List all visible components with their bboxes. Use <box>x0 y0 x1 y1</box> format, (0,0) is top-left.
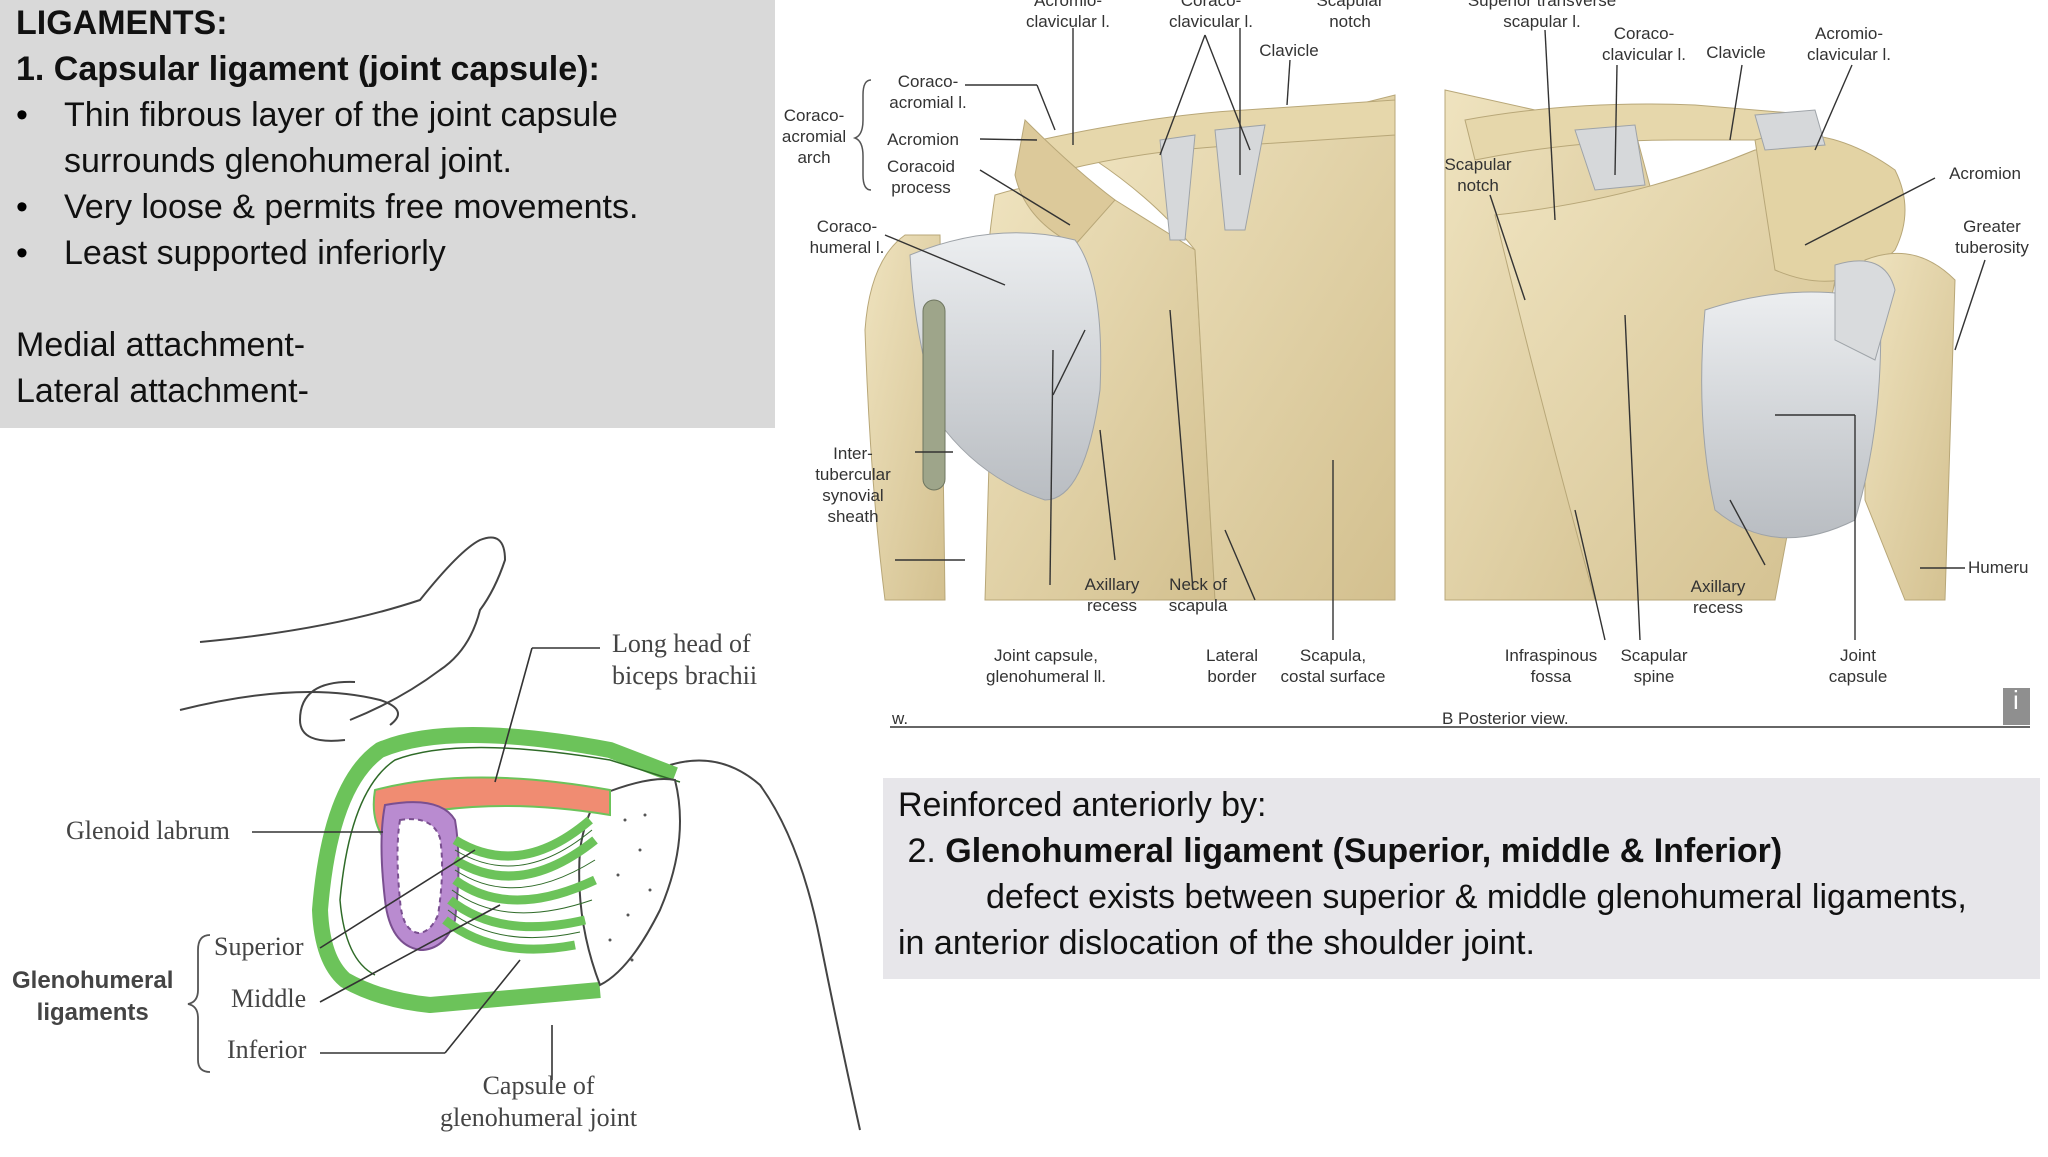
bullet-icon: • <box>16 234 28 272</box>
label-costal-surface: Scapula,costal surface <box>1280 646 1386 686</box>
label-coracoclavicular: Coraco-clavicular l. <box>1168 0 1254 31</box>
medial-attachment-text: Medial attachment- <box>16 326 306 364</box>
label-glenoid-labrum: Glenoid labrum <box>66 816 230 845</box>
posterior-leader-lines <box>1489 29 1986 641</box>
glenohumeral-ligament-title: Glenohumeral ligament (Superior, middle … <box>945 832 1783 870</box>
label-inferior: Inferior <box>227 1035 307 1064</box>
label-acromion-post: Acromion <box>1949 164 2021 183</box>
list-number: 2. <box>898 832 946 870</box>
anterior-leader-lines <box>884 28 1334 640</box>
lateral-attachment-text: Lateral attachment- <box>16 372 309 410</box>
shoulder-anatomy-figure: Acromio-clavicular l. Coraco-clavicular … <box>775 0 2048 740</box>
dislocation-text: in anterior dislocation of the shoulder … <box>898 924 1535 962</box>
capsular-ligament-heading: 1. Capsular ligament (joint capsule): <box>16 50 600 88</box>
label-joint-capsule-ant: Joint capsule,glenohumeral ll. <box>985 646 1107 686</box>
label-coracohumeral: Coraco-humeral l. <box>809 217 885 257</box>
diagram-leader-lines <box>252 647 600 1080</box>
bullet-text-continued: surrounds glenohumeral joint. <box>64 142 512 180</box>
anterior-view <box>864 94 1396 601</box>
stipple-texture <box>608 813 652 962</box>
label-coracoclavicular-post: Coraco-clavicular l. <box>1601 24 1687 64</box>
anatomy-illustration <box>852 28 2030 728</box>
glenohumeral-ligament-line: 2. Glenohumeral ligament (Superior, midd… <box>898 832 1782 871</box>
label-humerus: Humeru <box>1968 558 2029 577</box>
brace-icon <box>852 79 872 191</box>
label-acromioclavicular: Acromio-clavicular l. <box>1025 0 1111 31</box>
glenoid-diagram-svg <box>179 536 861 1131</box>
reinforced-heading: Reinforced anteriorly by: <box>898 786 1267 824</box>
brace-icon <box>187 934 211 1073</box>
posterior-view <box>1444 89 1956 601</box>
label-acromioclavicular-post: Acromio-clavicular l. <box>1806 24 1892 64</box>
bullet-text: Least supported inferiorly <box>64 234 446 272</box>
ligaments-heading: LIGAMENTS: <box>16 4 228 42</box>
info-icon-bg <box>2003 688 2030 725</box>
label-clavicle-post: Clavicle <box>1706 43 1766 62</box>
bullet-text: Very loose & permits free movements. <box>64 188 639 226</box>
defect-text: defect exists between superior & middle … <box>986 878 1967 916</box>
info-icon[interactable]: i <box>2013 685 2019 715</box>
label-superior: Superior <box>214 932 304 961</box>
caption-posterior-view: B Posterior view. <box>1442 709 1569 728</box>
reinforced-text-box: Reinforced anteriorly by: 2. Glenohumera… <box>883 778 2040 979</box>
bullet-icon: • <box>16 96 28 134</box>
bullet-text: Thin fibrous layer of the joint capsule <box>64 96 618 134</box>
ligaments-text-box: LIGAMENTS: 1. Capsular ligament (joint c… <box>0 0 775 428</box>
bullet-icon: • <box>16 188 28 226</box>
label-clavicle: Clavicle <box>1259 41 1319 60</box>
caption-left: w. <box>892 709 909 728</box>
label-acromion: Acromion <box>887 130 959 149</box>
label-middle: Middle <box>231 984 307 1013</box>
label-coracoacromial-ligament: Coraco-acromial l. <box>889 72 967 112</box>
